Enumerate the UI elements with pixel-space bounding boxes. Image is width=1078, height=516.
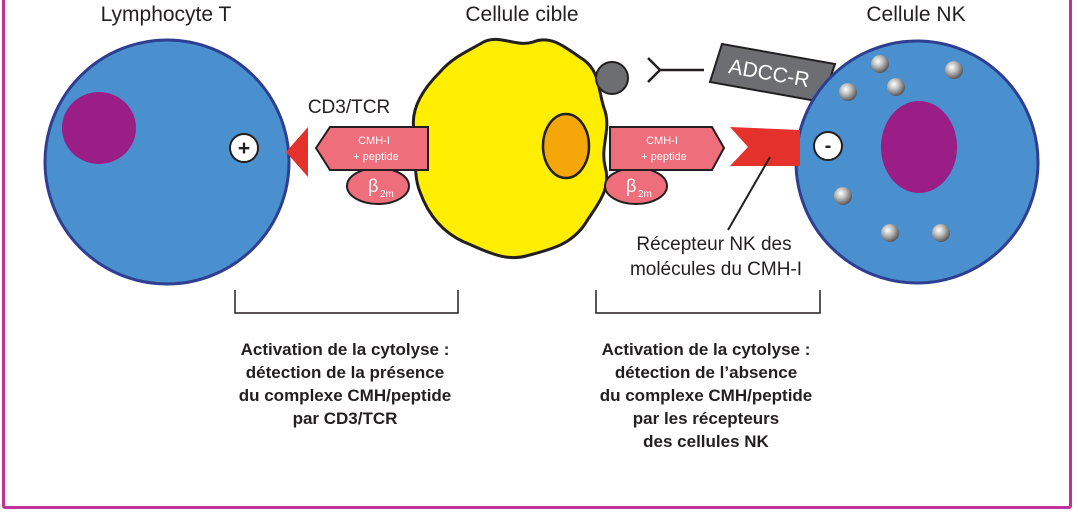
nk-receptor-label-line2: molécules du CMH-I xyxy=(630,259,802,280)
antibody-y xyxy=(647,57,704,83)
left-bracket xyxy=(234,290,459,314)
nk-receptor xyxy=(730,127,800,166)
right-caption-line: par les récepteurs xyxy=(632,409,780,428)
right-caption: Activation de la cytolyse : détection de… xyxy=(556,338,856,453)
mhc-complex-left: CMH-I + peptide β 2m xyxy=(314,126,429,205)
t-cell-body xyxy=(43,38,291,286)
target-cell-title: Cellule cible xyxy=(465,3,578,26)
t-cell-title: Lymphocyte T xyxy=(101,3,232,26)
plus-sign xyxy=(229,133,259,163)
t-lymphocyte-cell: + xyxy=(43,38,291,286)
beta-left-sub: 2m xyxy=(380,189,394,200)
target-cell-body xyxy=(411,37,609,260)
nk-cell: ADCC-R - xyxy=(708,39,1040,285)
mhc-i-right xyxy=(609,126,726,171)
beta-right: β xyxy=(626,176,636,196)
left-caption: Activation de la cytolyse : détection de… xyxy=(195,338,495,430)
cd3-tcr-label: CD3/TCR xyxy=(308,97,390,118)
nk-cell-title: Cellule NK xyxy=(866,3,965,26)
right-caption-line: Activation de la cytolyse : xyxy=(601,340,811,359)
nk-receptor-label-line1: Récepteur NK des xyxy=(636,234,791,255)
left-caption-line: Activation de la cytolyse : xyxy=(240,340,450,359)
right-caption-line: des cellules NK xyxy=(643,432,769,451)
antigen-ball xyxy=(595,61,629,95)
mhc-right-line2: + peptide xyxy=(641,151,687,163)
granule xyxy=(871,55,889,73)
left-caption-line: par CD3/TCR xyxy=(292,409,398,428)
granule xyxy=(932,224,950,242)
right-caption-line: du complexe CMH/peptide xyxy=(599,386,813,405)
minus-symbol: - xyxy=(825,135,832,157)
mhc-left-line1: CMH-I xyxy=(358,135,390,147)
mhc-right-line1: CMH-I xyxy=(646,135,678,147)
right-bracket xyxy=(595,290,821,314)
minus-sign xyxy=(813,131,843,161)
beta-left: β xyxy=(368,176,378,196)
granule xyxy=(881,224,899,242)
granule xyxy=(839,83,857,101)
granule xyxy=(887,78,905,96)
t-cell-nucleus xyxy=(62,92,136,164)
mhc-left-line2: + peptide xyxy=(353,151,399,163)
nk-receptor-pointer xyxy=(727,156,771,231)
left-caption-line: détection de la présence xyxy=(245,363,445,382)
target-cell-nucleus xyxy=(541,112,591,180)
granule xyxy=(834,187,852,205)
nk-cell-nucleus xyxy=(881,101,957,193)
beta-right-sub: 2m xyxy=(638,189,652,200)
target-cell xyxy=(411,37,609,260)
left-caption-line: du complexe CMH/peptide xyxy=(238,386,452,405)
mhc-i-left xyxy=(314,126,429,171)
mhc-complex-right: CMH-I + peptide β 2m xyxy=(604,126,726,205)
right-caption-line: détection de l’absence xyxy=(614,363,798,382)
tcr-receptor xyxy=(286,127,308,177)
granule xyxy=(945,61,963,79)
diagram-frame xyxy=(2,0,1072,509)
plus-symbol: + xyxy=(238,137,250,160)
